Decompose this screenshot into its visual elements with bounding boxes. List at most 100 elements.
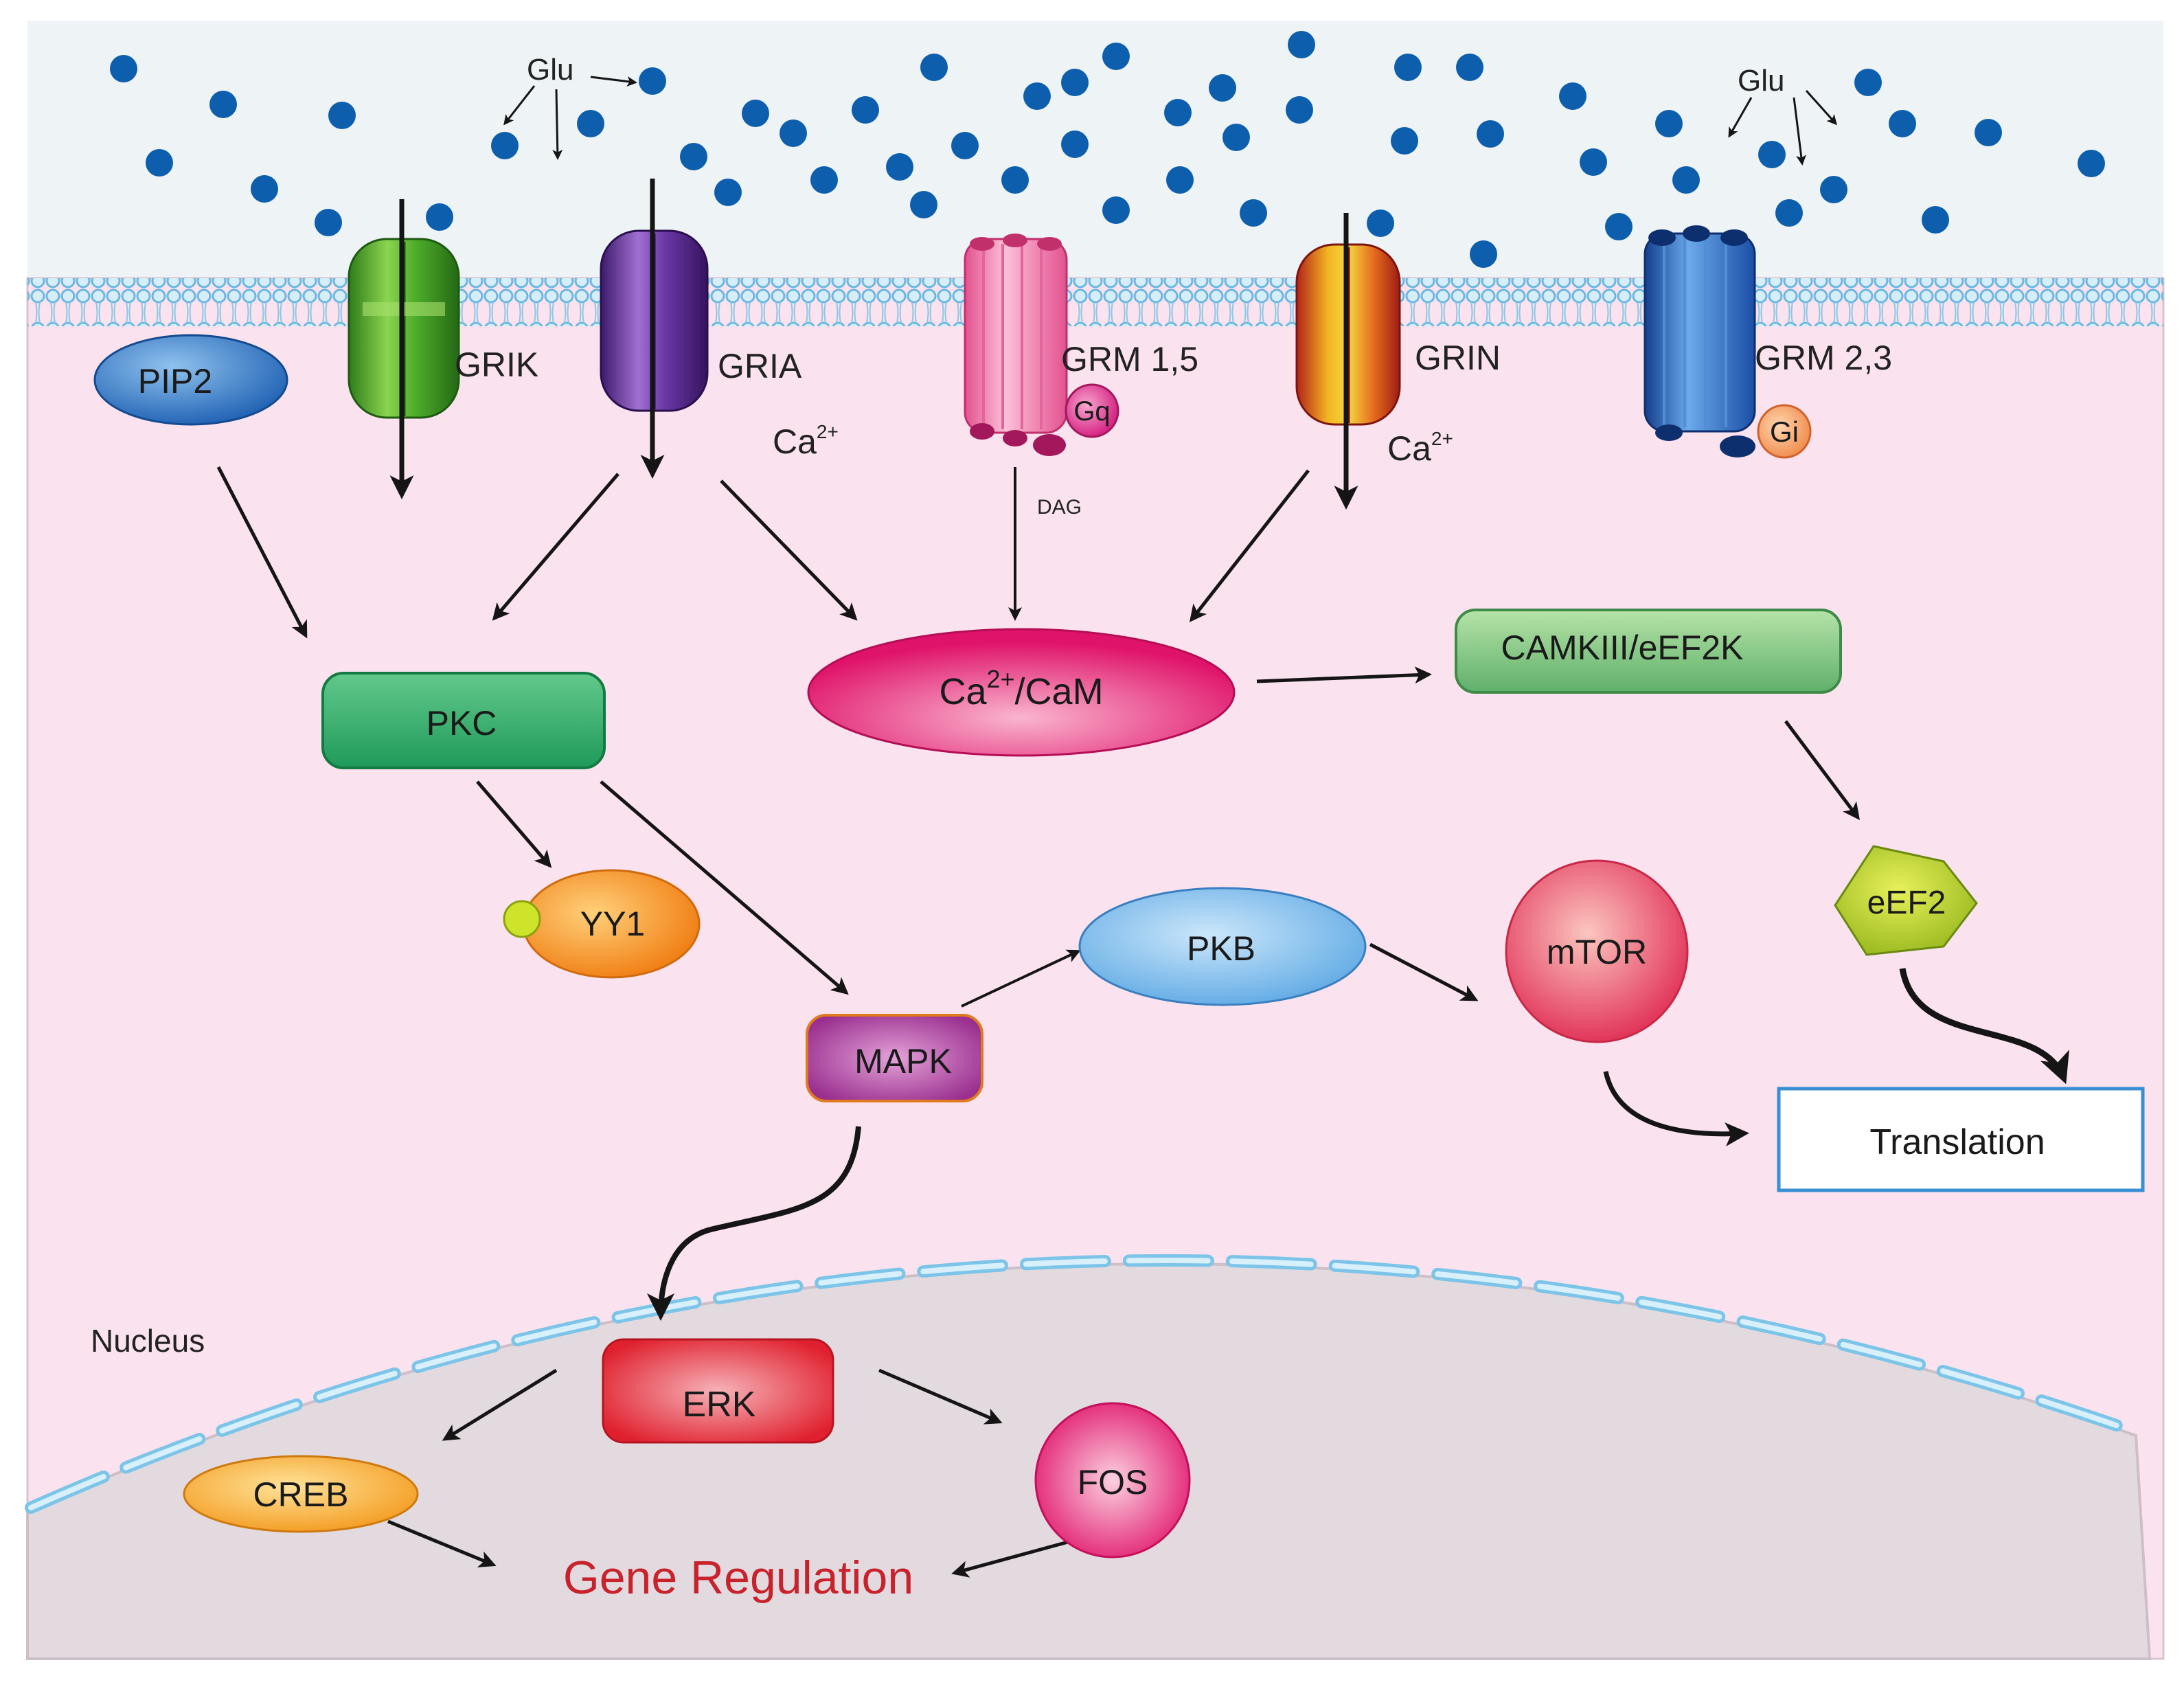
gene-regulation-label: Gene Regulation xyxy=(563,1552,913,1604)
fos-label: FOS xyxy=(1078,1463,1148,1501)
erk-node xyxy=(602,1338,834,1444)
cacam-node xyxy=(807,628,1236,757)
eef2-label: eEF2 xyxy=(1867,885,1946,921)
dag-label: DAG xyxy=(1037,496,1082,519)
extracellular-space xyxy=(27,21,2163,278)
glutamate-dot xyxy=(1605,213,1633,240)
glutamate-dot xyxy=(1922,206,1949,234)
glutamate-dot xyxy=(910,191,937,218)
pkb-node xyxy=(1078,887,1367,1006)
glutamate-dot xyxy=(920,54,948,81)
grik-label: GRIK xyxy=(455,345,538,384)
gi-protein xyxy=(1757,404,1812,459)
cacam-label: Ca2+/CaM xyxy=(939,665,1103,712)
glutamate-dot xyxy=(780,120,807,147)
grm15-label: GRM 1,5 xyxy=(1061,340,1198,378)
glutamate-dot xyxy=(1758,141,1786,168)
glutamate-dot xyxy=(1854,69,1882,96)
eef2-node xyxy=(1834,845,1978,956)
glutamate-dot xyxy=(146,149,173,177)
grm15-receptor xyxy=(964,234,1068,456)
glutamate-dot xyxy=(1164,99,1192,126)
glutamate-dot xyxy=(1889,110,1916,137)
glutamate-dot xyxy=(1023,82,1051,110)
glutamate-dot xyxy=(1001,166,1029,194)
creb-label: CREB xyxy=(253,1475,349,1514)
pkc-node xyxy=(321,672,606,769)
fos-node xyxy=(1034,1402,1191,1558)
glutamate-dot xyxy=(1288,31,1315,58)
gi-label: Gi xyxy=(1770,416,1799,448)
glutamate-dot xyxy=(680,143,707,170)
ca-label-right: Ca2+ xyxy=(1387,428,1453,468)
glutamate-dot xyxy=(1240,199,1267,227)
glutamate-dot xyxy=(491,132,519,159)
glutamate-dot xyxy=(1061,69,1089,96)
glutamate-dot xyxy=(328,102,356,129)
glutamate-dot xyxy=(1559,82,1586,110)
glutamate-dot xyxy=(1391,127,1418,155)
glutamate-molecules xyxy=(110,31,2105,268)
grm23-label: GRM 2,3 xyxy=(1755,339,1892,377)
glutamate-dot xyxy=(1209,74,1236,102)
glutamate-dot xyxy=(714,179,742,206)
glu-label-right: Glu xyxy=(1738,64,1784,98)
glutamate-dot xyxy=(1655,110,1683,137)
creb-node xyxy=(183,1455,419,1533)
translation-box xyxy=(1777,1087,2145,1192)
glutamate-dot xyxy=(1102,43,1130,70)
pathway-arrows xyxy=(216,179,1860,1578)
glutamate-dot xyxy=(1367,209,1394,237)
glutamate-dot xyxy=(1672,166,1700,194)
glutamate-dot xyxy=(1166,166,1194,194)
grm23-receptor xyxy=(1643,225,1756,457)
mapk-label: MAPK xyxy=(854,1042,952,1080)
glutamate-dot xyxy=(886,153,913,181)
pkc-label: PKC xyxy=(426,704,497,743)
glu-label-left: Glu xyxy=(527,53,573,87)
glutamate-dot xyxy=(315,209,342,236)
glutamate-dot xyxy=(1975,119,2002,146)
pip2-node xyxy=(93,334,288,426)
mtor-node xyxy=(1505,859,1689,1043)
glutamate-dot xyxy=(1775,199,1803,227)
gq-label: Gq xyxy=(1073,396,1110,427)
camk-node xyxy=(1455,609,1842,694)
pip2-label: PIP2 xyxy=(138,362,212,400)
glutamate-dot xyxy=(1477,120,1504,148)
glutamate-dot xyxy=(639,67,666,95)
grin-label: GRIN xyxy=(1415,339,1501,377)
ca-label-left: Ca2+ xyxy=(773,421,839,461)
translation-label: Translation xyxy=(1869,1122,2045,1162)
mapk-node xyxy=(806,1014,983,1102)
glutamate-dot xyxy=(1580,148,1607,176)
glutamate-dot xyxy=(251,175,278,203)
glutamate-dot xyxy=(1222,124,1250,151)
erk-label: ERK xyxy=(683,1385,756,1425)
gria-label: GRIA xyxy=(718,347,802,385)
yy1-label: YY1 xyxy=(580,905,646,943)
glutamate-dot xyxy=(742,100,769,127)
glutamate-dot xyxy=(1394,54,1422,81)
yy1-phospho-dot xyxy=(503,900,541,938)
nucleus-label: Nucleus xyxy=(91,1323,205,1359)
glutamate-dot xyxy=(852,96,879,124)
camk-label: CAMKIII/eEF2K xyxy=(1501,628,1744,667)
glutamate-dot xyxy=(110,55,137,82)
glutamate-dot xyxy=(1470,240,1497,268)
glutamate-dot xyxy=(810,166,838,194)
gq-protein xyxy=(1065,383,1119,438)
glutamate-dot xyxy=(951,132,979,159)
mtor-label: mTOR xyxy=(1547,933,1647,971)
glutamate-dot xyxy=(1820,176,1847,203)
glutamate-dot xyxy=(1102,196,1130,224)
pkb-label: PKB xyxy=(1187,929,1255,968)
glutamate-dot xyxy=(1456,54,1483,81)
glutamate-dot xyxy=(209,91,237,118)
glutamate-dot xyxy=(1286,96,1313,124)
curved-arrows xyxy=(647,968,2069,1321)
glutamate-dot xyxy=(2078,150,2105,177)
glutamate-dot xyxy=(1061,131,1089,158)
